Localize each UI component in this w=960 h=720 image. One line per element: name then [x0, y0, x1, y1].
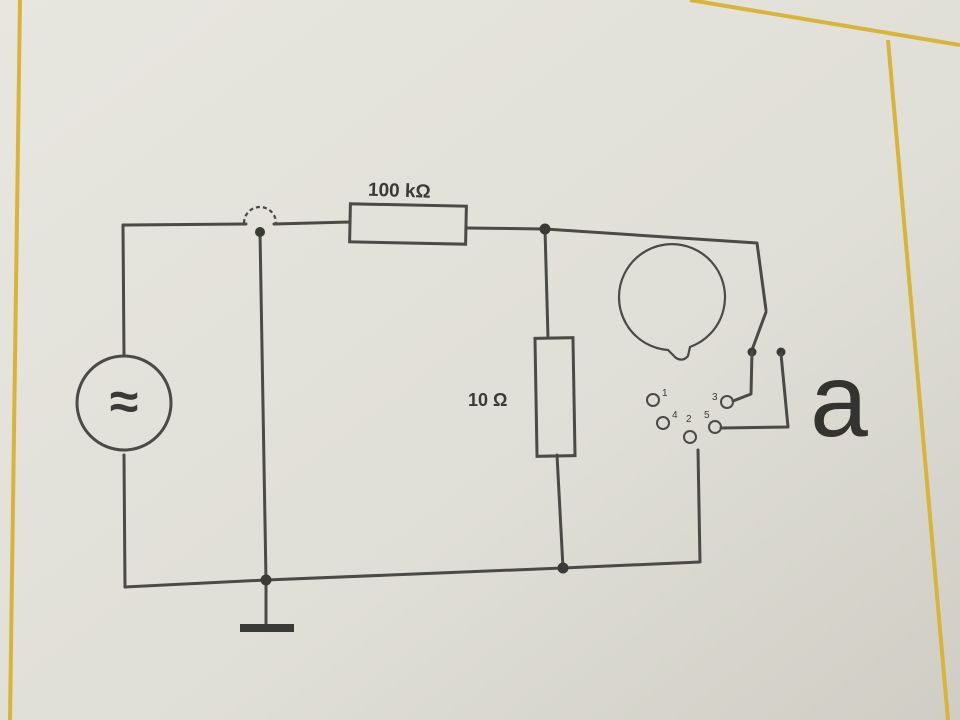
- pin-label-2: 2: [686, 414, 692, 425]
- switch-contact-b: [776, 347, 786, 357]
- ground-symbol: [240, 624, 294, 632]
- frame-line-right: [886, 39, 950, 720]
- ac-source: [75, 354, 173, 452]
- pin-1: [646, 393, 660, 407]
- frame-line-top: [689, 0, 960, 47]
- wire-switch-pin3: [731, 350, 754, 403]
- wire-top-left: [121, 220, 352, 227]
- resistor-100k-label: 100 kΩ: [368, 180, 431, 203]
- figure-caption: a: [810, 343, 868, 459]
- junction-bottom-left: [260, 574, 272, 586]
- din-connector: [617, 243, 727, 361]
- pin-4: [656, 416, 670, 430]
- pin-label-1: 1: [662, 388, 668, 399]
- wire-shield: [258, 230, 268, 582]
- wire-left: [121, 223, 127, 589]
- resistor-10-label: 10 Ω: [468, 390, 507, 410]
- junction-top-right: [539, 223, 551, 235]
- frame-line-left: [8, 0, 22, 720]
- resistor-100k: [348, 202, 468, 246]
- pin-2: [683, 430, 697, 444]
- junction-shield-top: [255, 227, 265, 237]
- shield-crossing: [242, 205, 278, 224]
- wire-top-right: [464, 226, 768, 312]
- resistor-10: [533, 336, 577, 458]
- switch-blade: [750, 310, 768, 352]
- junction-bottom-right: [557, 562, 569, 574]
- pin-label-5: 5: [704, 410, 710, 421]
- wire-switch-pin5: [719, 352, 790, 430]
- wire-shunt: [543, 227, 565, 570]
- ac-source-symbol: ≈: [110, 373, 139, 431]
- pin-label-3: 3: [712, 392, 718, 403]
- pin-label-4: 4: [672, 410, 678, 421]
